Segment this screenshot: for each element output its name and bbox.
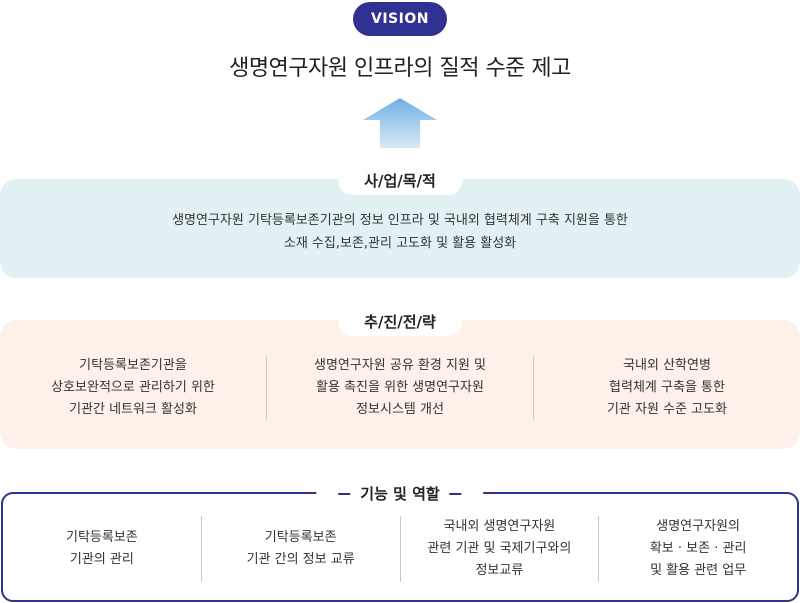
role-item-line: 생명연구자원의 <box>656 519 740 534</box>
role-item-line: 정보교류 <box>475 563 524 578</box>
strategy-item-line: 국내외 산학연병 <box>623 358 711 373</box>
role-item-line: 기탁등록보존 <box>264 530 337 545</box>
role-item: 국내외 생명연구자원 관련 기관 및 국제기구와의 정보교류 <box>401 516 599 582</box>
strategy-item-line: 상호보완적으로 관리하기 위한 <box>51 380 215 395</box>
strategy-columns: 기탁등록보존기관을 상호보완적으로 관리하기 위한 기관간 네트워크 활성화 생… <box>0 356 800 420</box>
column-divider <box>200 516 202 582</box>
strategy-label: 추/진/전/략 <box>338 307 462 336</box>
role-item-line: 기탁등록보존 <box>65 530 138 545</box>
role-item-line: 기관의 관리 <box>69 552 134 567</box>
vision-title: 생명연구자원 인프라의 질적 수준 제고 <box>229 56 571 81</box>
strategy-item-line: 기관간 네트워크 활성화 <box>69 402 197 417</box>
role-item-line: 국내외 생명연구자원 <box>443 519 556 534</box>
label-dash <box>338 492 351 495</box>
role-item-line: 기관 간의 정보 교류 <box>246 552 355 567</box>
strategy-item-line: 협력체계 구축을 통한 <box>609 380 725 395</box>
strategy-item-line: 생명연구자원 공유 환경 지원 및 <box>313 358 486 373</box>
strategy-item: 국내외 산학연병 협력체계 구축을 통한 기관 자원 수준 고도화 <box>534 356 800 420</box>
strategy-item: 기탁등록보존기관을 상호보완적으로 관리하기 위한 기관간 네트워크 활성화 <box>0 356 266 420</box>
purpose-text: 생명연구자원 기탁등록보존기관의 정보 인프라 및 국내외 협력체계 구축 지원… <box>0 209 800 255</box>
label-dash <box>449 492 462 495</box>
strategy-item-line: 정보시스템 개선 <box>356 402 444 417</box>
strategy-section: 추/진/전/략 기탁등록보존기관을 상호보완적으로 관리하기 위한 기관간 네트… <box>0 307 800 449</box>
role-item: 기탁등록보존 기관의 관리 <box>3 516 201 582</box>
role-item: 기탁등록보존 기관 간의 정보 교류 <box>202 516 400 582</box>
strategy-item-line: 기관 자원 수준 고도화 <box>606 402 728 417</box>
purpose-label: 사/업/목/적 <box>338 166 462 195</box>
strategy-item-line: 기탁등록보존기관을 <box>79 358 187 373</box>
role-item-line: 확보 · 보존 · 관리 <box>649 541 747 556</box>
purpose-line: 생명연구자원 기탁등록보존기관의 정보 인프라 및 국내외 협력체계 구축 지원… <box>172 213 628 228</box>
role-item-line: 관련 기관 및 국제기구와의 <box>427 541 572 556</box>
strategy-item: 생명연구자원 공유 환경 지원 및 활용 촉진을 위한 생명연구자원 정보시스템… <box>267 356 533 420</box>
roles-section: 기능 및 역할 기탁등록보존 기관의 관리 기탁등록보존 기관 간의 정보 교류… <box>1 481 799 602</box>
roles-label-text: 기능 및 역할 <box>360 485 440 503</box>
role-item-line: 및 활용 관련 업무 <box>650 563 747 578</box>
strategy-item-line: 활용 촉진을 위한 생명연구자원 <box>316 380 484 395</box>
purpose-line: 소재 수집,보존,관리 고도화 및 활용 활성화 <box>283 236 517 251</box>
purpose-section: 사/업/목/적 생명연구자원 기탁등록보존기관의 정보 인프라 및 국내외 협력… <box>0 166 800 278</box>
column-divider <box>533 356 534 420</box>
column-divider <box>266 356 267 420</box>
role-item: 생명연구자원의 확보 · 보존 · 관리 및 활용 관련 업무 <box>599 516 797 582</box>
column-divider <box>399 516 401 582</box>
roles-label: 기능 및 역할 <box>316 481 484 506</box>
roles-columns: 기탁등록보존 기관의 관리 기탁등록보존 기관 간의 정보 교류 국내외 생명연… <box>3 516 797 582</box>
column-divider <box>598 516 600 582</box>
vision-badge: VISION <box>353 2 447 36</box>
up-arrow-icon <box>363 98 437 148</box>
